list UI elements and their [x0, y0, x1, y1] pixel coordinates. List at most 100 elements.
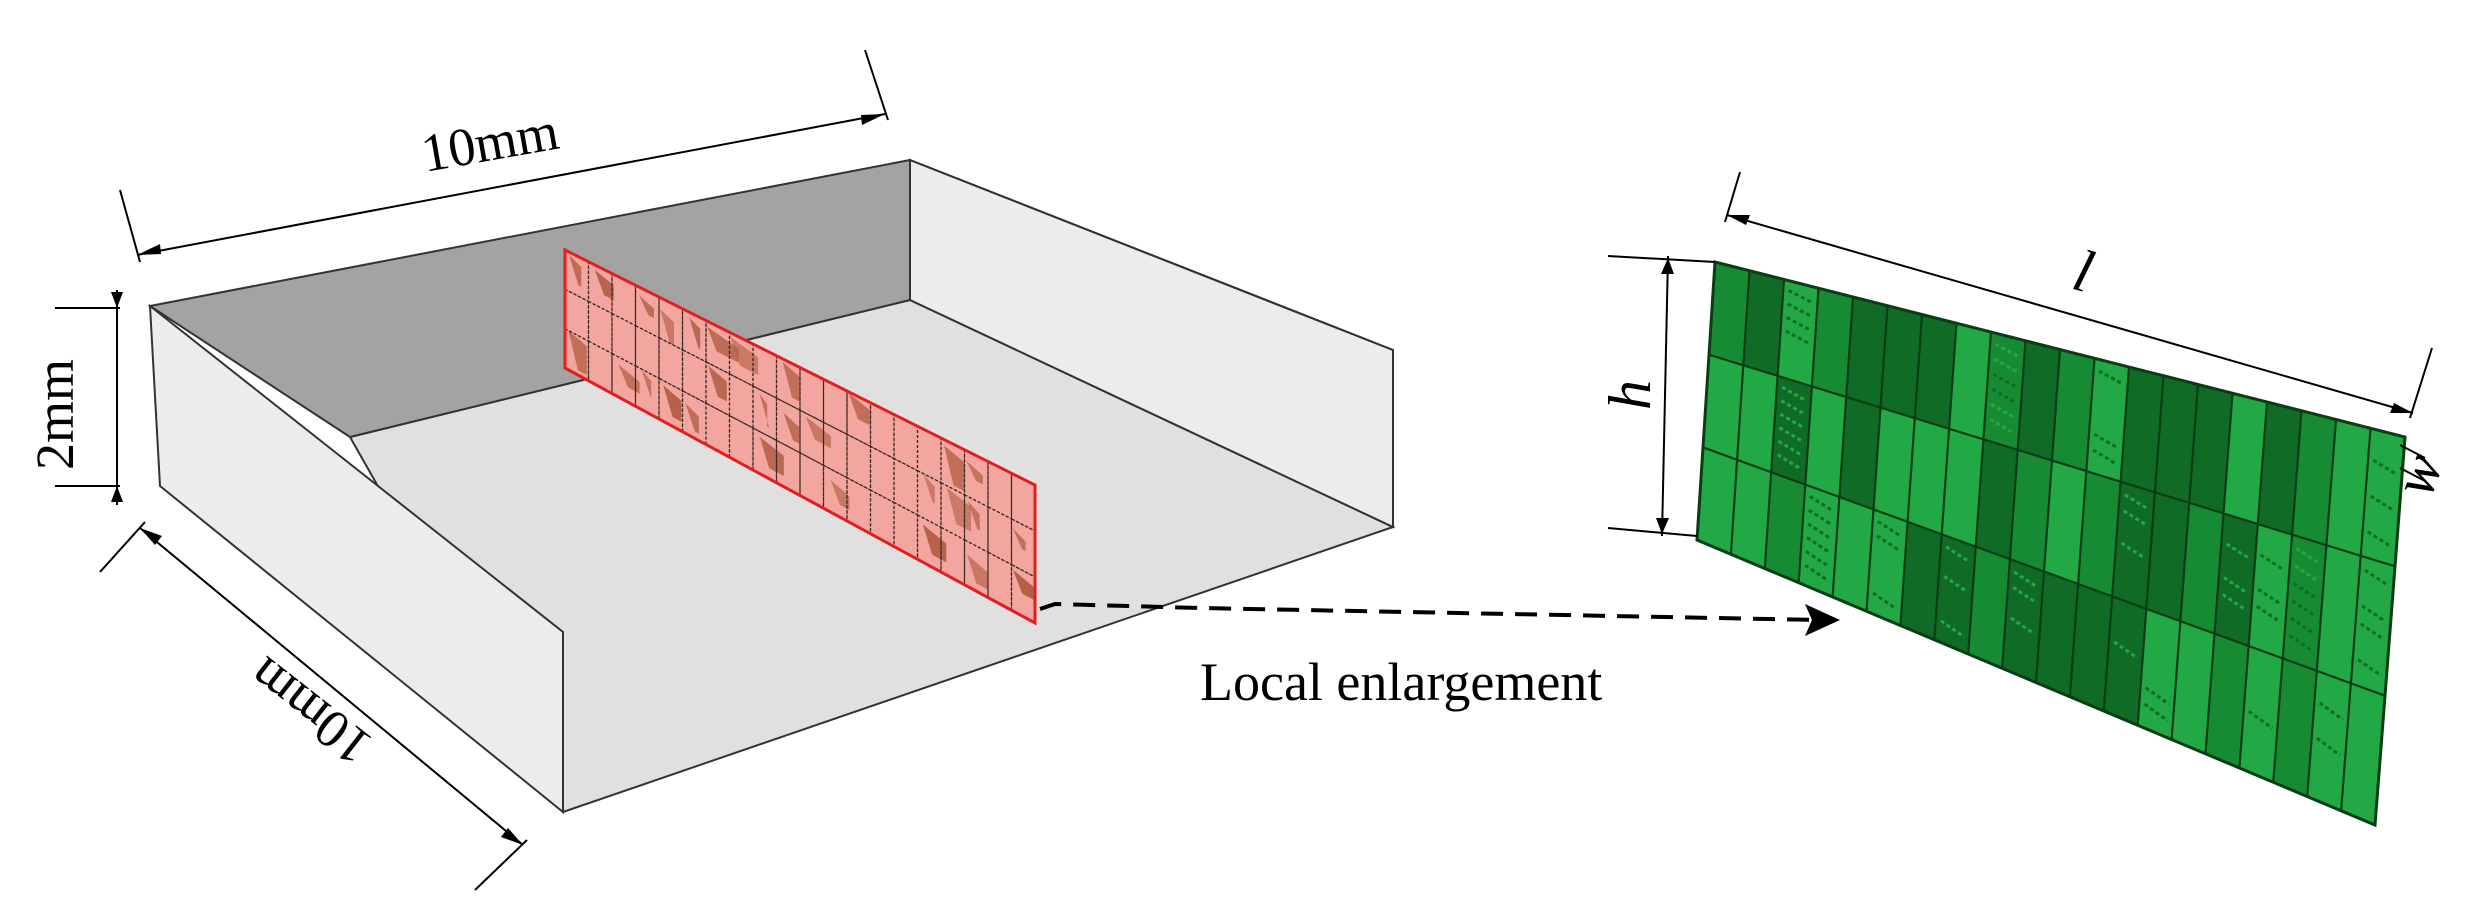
zoom-cell — [2103, 596, 2147, 726]
zoom-cells — [1697, 262, 2405, 825]
slice-cell — [822, 421, 848, 479]
zoom-texture — [2109, 688, 2135, 709]
zoom-texture — [2012, 585, 2038, 605]
zoom-cell — [1880, 305, 1922, 419]
zoom-texture — [1783, 356, 1809, 373]
zoom-texture — [1776, 453, 1802, 471]
zoom-texture — [2115, 608, 2141, 627]
zoom-texture — [2290, 616, 2316, 636]
zoom-cell — [2171, 621, 2215, 754]
dimension-height-mesh — [1607, 255, 1716, 537]
slice-grain — [568, 330, 587, 375]
zoom-cell — [2052, 349, 2095, 472]
grain-slice — [563, 247, 1037, 626]
zoom-texture — [2291, 599, 2317, 618]
slice-grain — [708, 365, 727, 402]
zoom-texture — [2245, 744, 2271, 765]
slice-grain — [759, 436, 784, 476]
zoom-cell — [2360, 428, 2405, 567]
zoom-cell — [1873, 407, 1915, 522]
zoom-texture — [2122, 509, 2148, 527]
zoom-texture — [2144, 686, 2170, 706]
zoom-cell — [2205, 633, 2249, 768]
slice-cell — [822, 464, 848, 523]
arrow-line — [1039, 601, 1821, 622]
zoom-texture — [1807, 508, 1834, 527]
zoom-cell — [2326, 419, 2371, 556]
dimension-length-label: l — [2066, 237, 2100, 305]
slice-cell — [728, 372, 754, 429]
zoom-texture — [1944, 560, 1970, 579]
zoom-texture — [2146, 670, 2172, 690]
slice-grain — [641, 370, 652, 399]
zoomed-mesh — [1695, 260, 2407, 828]
zoom-cell — [1764, 472, 1806, 583]
zoom-texture — [2259, 553, 2285, 572]
zoom-texture — [2372, 458, 2398, 476]
zoom-texture — [1786, 302, 1813, 318]
slice-grain — [730, 337, 759, 375]
zoom-texture — [1874, 563, 1900, 582]
box-left-wall — [148, 303, 564, 815]
slice-grain — [594, 269, 614, 300]
zoom-texture — [1872, 591, 1898, 611]
zoom-texture — [2371, 476, 2397, 494]
zoom-cell — [1771, 375, 1812, 485]
zoom-cell — [2044, 460, 2087, 584]
zoom-texture — [1993, 357, 2019, 374]
zoom-cell — [1832, 497, 1874, 612]
zoom-texture — [2294, 564, 2320, 583]
zoom-cell — [1846, 297, 1888, 408]
zoom-texture — [2292, 582, 2318, 601]
dimension-height — [55, 290, 123, 505]
zoom-cell — [2009, 449, 2052, 572]
dimension-top-label: 10mm — [417, 101, 563, 184]
zoom-texture — [1785, 329, 1811, 346]
zoom-texture — [2359, 622, 2385, 641]
zoom-texture — [2095, 401, 2121, 418]
zoom-texture — [2149, 621, 2175, 640]
zoom-texture — [2118, 573, 2144, 592]
slice-grain — [782, 361, 800, 402]
zoom-texture — [1786, 316, 1812, 332]
zoom-texture — [2248, 710, 2274, 730]
arrow-caption: Local enlargement — [1200, 652, 1602, 712]
enlargement-arrow — [1039, 601, 1840, 636]
zoom-texture — [1940, 619, 1966, 639]
slice-grain — [783, 412, 800, 444]
zoom-cell — [1798, 484, 1840, 597]
slice-grain — [685, 403, 699, 434]
zoom-texture — [1941, 604, 1967, 624]
zoom-texture — [1990, 402, 2016, 420]
zoom-texture — [1805, 550, 1831, 569]
zoom-texture — [2113, 640, 2139, 660]
zoom-cell — [1914, 314, 1957, 429]
zoom-texture — [1877, 520, 1903, 538]
zoom-cell — [2154, 375, 2198, 503]
zoom-texture — [2096, 385, 2123, 402]
zoom-texture — [2147, 653, 2173, 673]
slice-grain — [759, 394, 770, 428]
zoom-texture — [2119, 557, 2145, 576]
slice-grain — [660, 309, 674, 345]
slice-cell — [705, 360, 731, 417]
zoom-cell — [1777, 279, 1819, 387]
slice-grains — [568, 254, 1036, 601]
zoom-texture — [1876, 534, 1902, 553]
zoom-texture — [2092, 448, 2118, 466]
dimension-width — [2399, 444, 2426, 482]
zoom-cell — [2292, 410, 2336, 546]
slice-grain — [944, 445, 965, 492]
slice-grain — [923, 474, 935, 504]
zoom-texture — [2251, 658, 2277, 678]
zoom-cell — [2120, 367, 2164, 493]
slice-grain — [618, 364, 640, 394]
zoom-texture — [1787, 289, 1813, 304]
zoom-texture — [2013, 570, 2039, 589]
specimen-box — [147, 158, 1396, 815]
zoom-texture — [2124, 493, 2150, 511]
zoom-texture — [2246, 727, 2272, 747]
zoom-texture — [2121, 525, 2147, 544]
zoom-cell — [2341, 683, 2385, 825]
slice-grain — [805, 416, 831, 449]
